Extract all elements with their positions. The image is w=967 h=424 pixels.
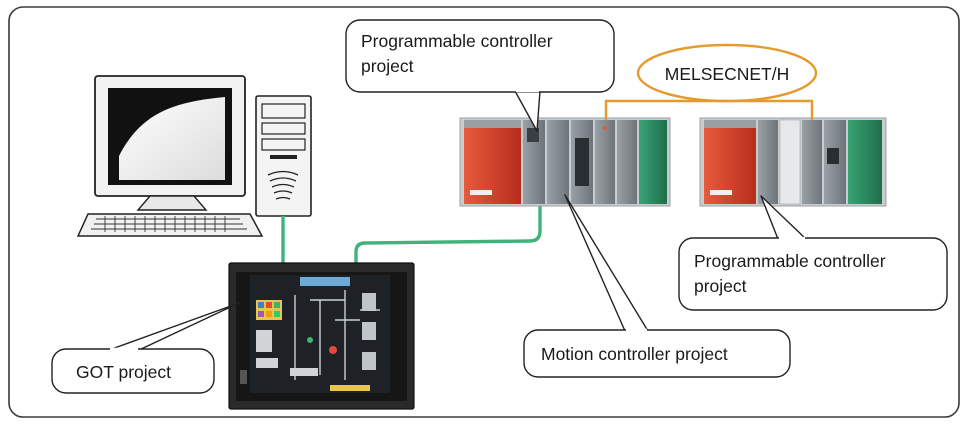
plc-project-callout-right: Programmable controller project: [678, 195, 948, 311]
plc-rack-icon: [699, 117, 887, 207]
got-panel-icon: [228, 262, 415, 410]
plc-project-right-label-line1: Programmable controller: [694, 251, 886, 271]
got-to-plc-cable: [354, 205, 542, 272]
got-project-callout: GOT project: [51, 302, 240, 394]
plc-project-top-label-line1: Programmable controller: [361, 31, 553, 51]
plc-project-right-label-line2: project: [694, 276, 747, 296]
plc-project-top-label-line2: project: [361, 56, 414, 76]
network-label: MELSECNET/H: [665, 64, 789, 84]
motion-project-label: Motion controller project: [541, 344, 728, 364]
motion-project-callout: Motion controller project: [523, 194, 791, 378]
plc-project-callout-top: Programmable controller project: [345, 19, 615, 132]
got-project-label: GOT project: [76, 362, 171, 382]
personal-computer-icon: [76, 75, 312, 237]
network-callout: [636, 43, 818, 103]
motion-plc-rack-icon: [459, 117, 671, 207]
